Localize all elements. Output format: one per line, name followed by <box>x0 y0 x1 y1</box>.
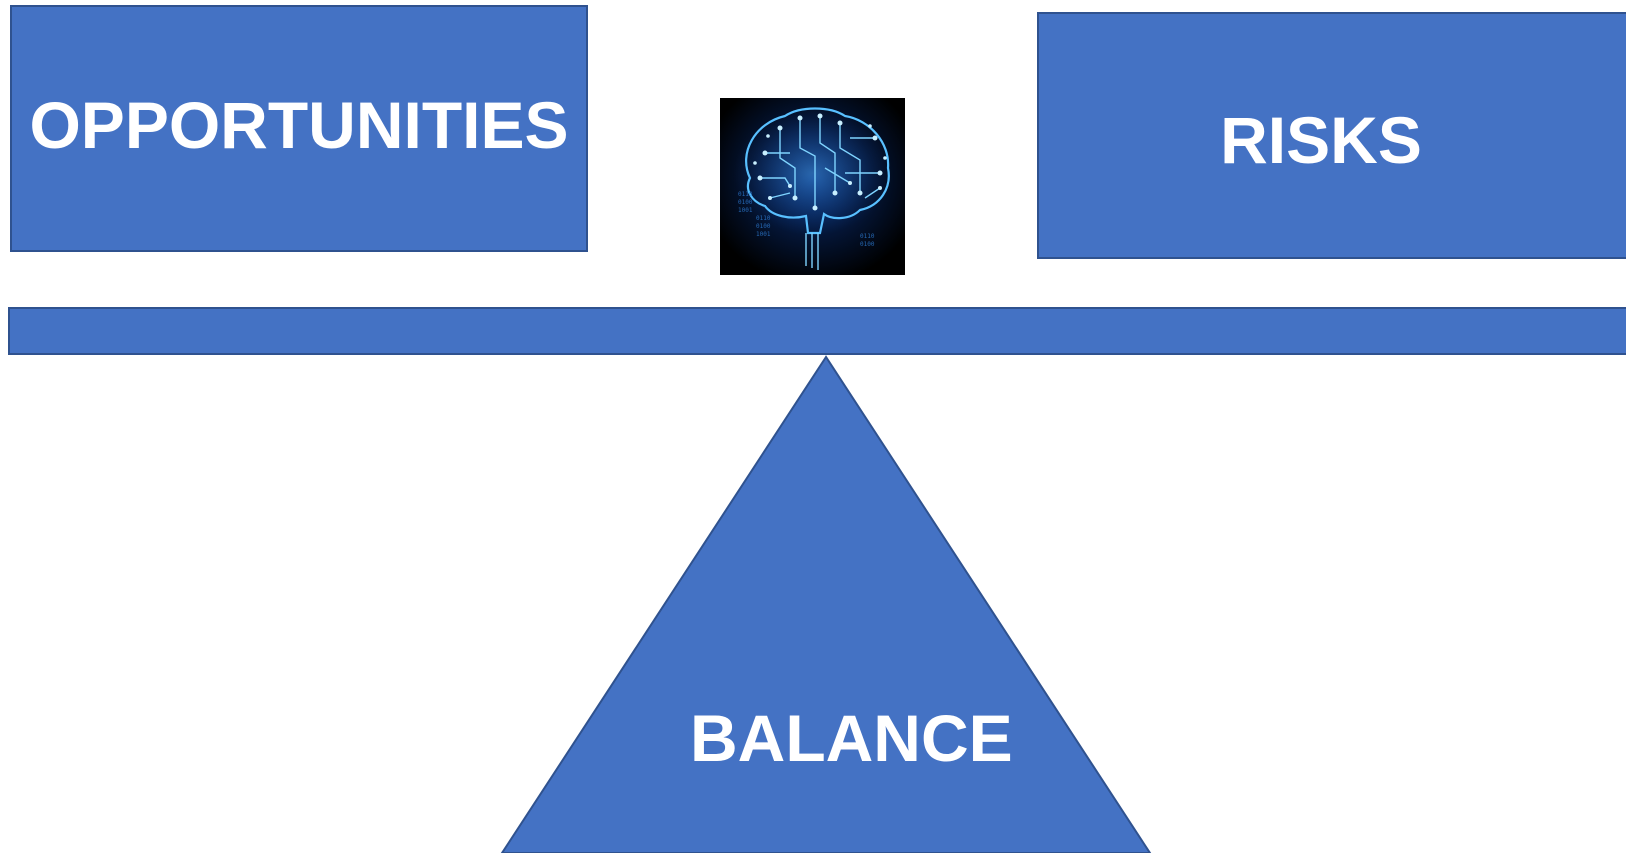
svg-text:0100: 0100 <box>756 223 771 230</box>
opportunities-box: OPPORTUNITIES <box>10 5 588 252</box>
balance-beam <box>8 307 1626 355</box>
svg-text:1001: 1001 <box>756 231 771 238</box>
svg-text:0110: 0110 <box>756 215 771 222</box>
svg-text:1001: 1001 <box>738 207 753 214</box>
svg-text:0100: 0100 <box>738 199 753 206</box>
opportunities-label: OPPORTUNITIES <box>29 88 569 162</box>
balance-label: BALANCE <box>690 701 1013 775</box>
svg-text:0110: 0110 <box>860 233 875 240</box>
svg-text:0100: 0100 <box>860 241 875 248</box>
svg-text:0110: 0110 <box>738 191 753 198</box>
risks-label: RISKS <box>1220 103 1422 177</box>
risks-box: RISKS <box>1037 12 1626 259</box>
